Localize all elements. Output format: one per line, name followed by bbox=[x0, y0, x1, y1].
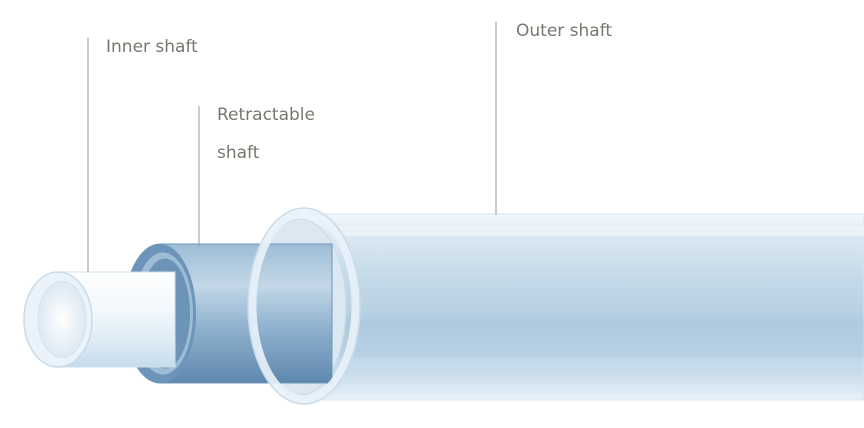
retractable-shaft-label-line2: shaft bbox=[217, 143, 260, 163]
outer-shaft-front bbox=[247, 207, 361, 405]
outer-shaft-band bbox=[340, 318, 864, 358]
outer-shaft-highlight bbox=[340, 226, 864, 236]
inner-shaft-bore bbox=[37, 281, 87, 358]
outer-shaft-rim bbox=[247, 207, 361, 405]
outer-shaft-label: Outer shaft bbox=[516, 21, 613, 41]
inner-shaft-label: Inner shaft bbox=[106, 37, 198, 57]
outer-shaft-rim-edge bbox=[247, 207, 361, 405]
inner-shaft bbox=[23, 271, 176, 368]
retractable-shaft-label-line1: Retractable bbox=[217, 105, 315, 125]
